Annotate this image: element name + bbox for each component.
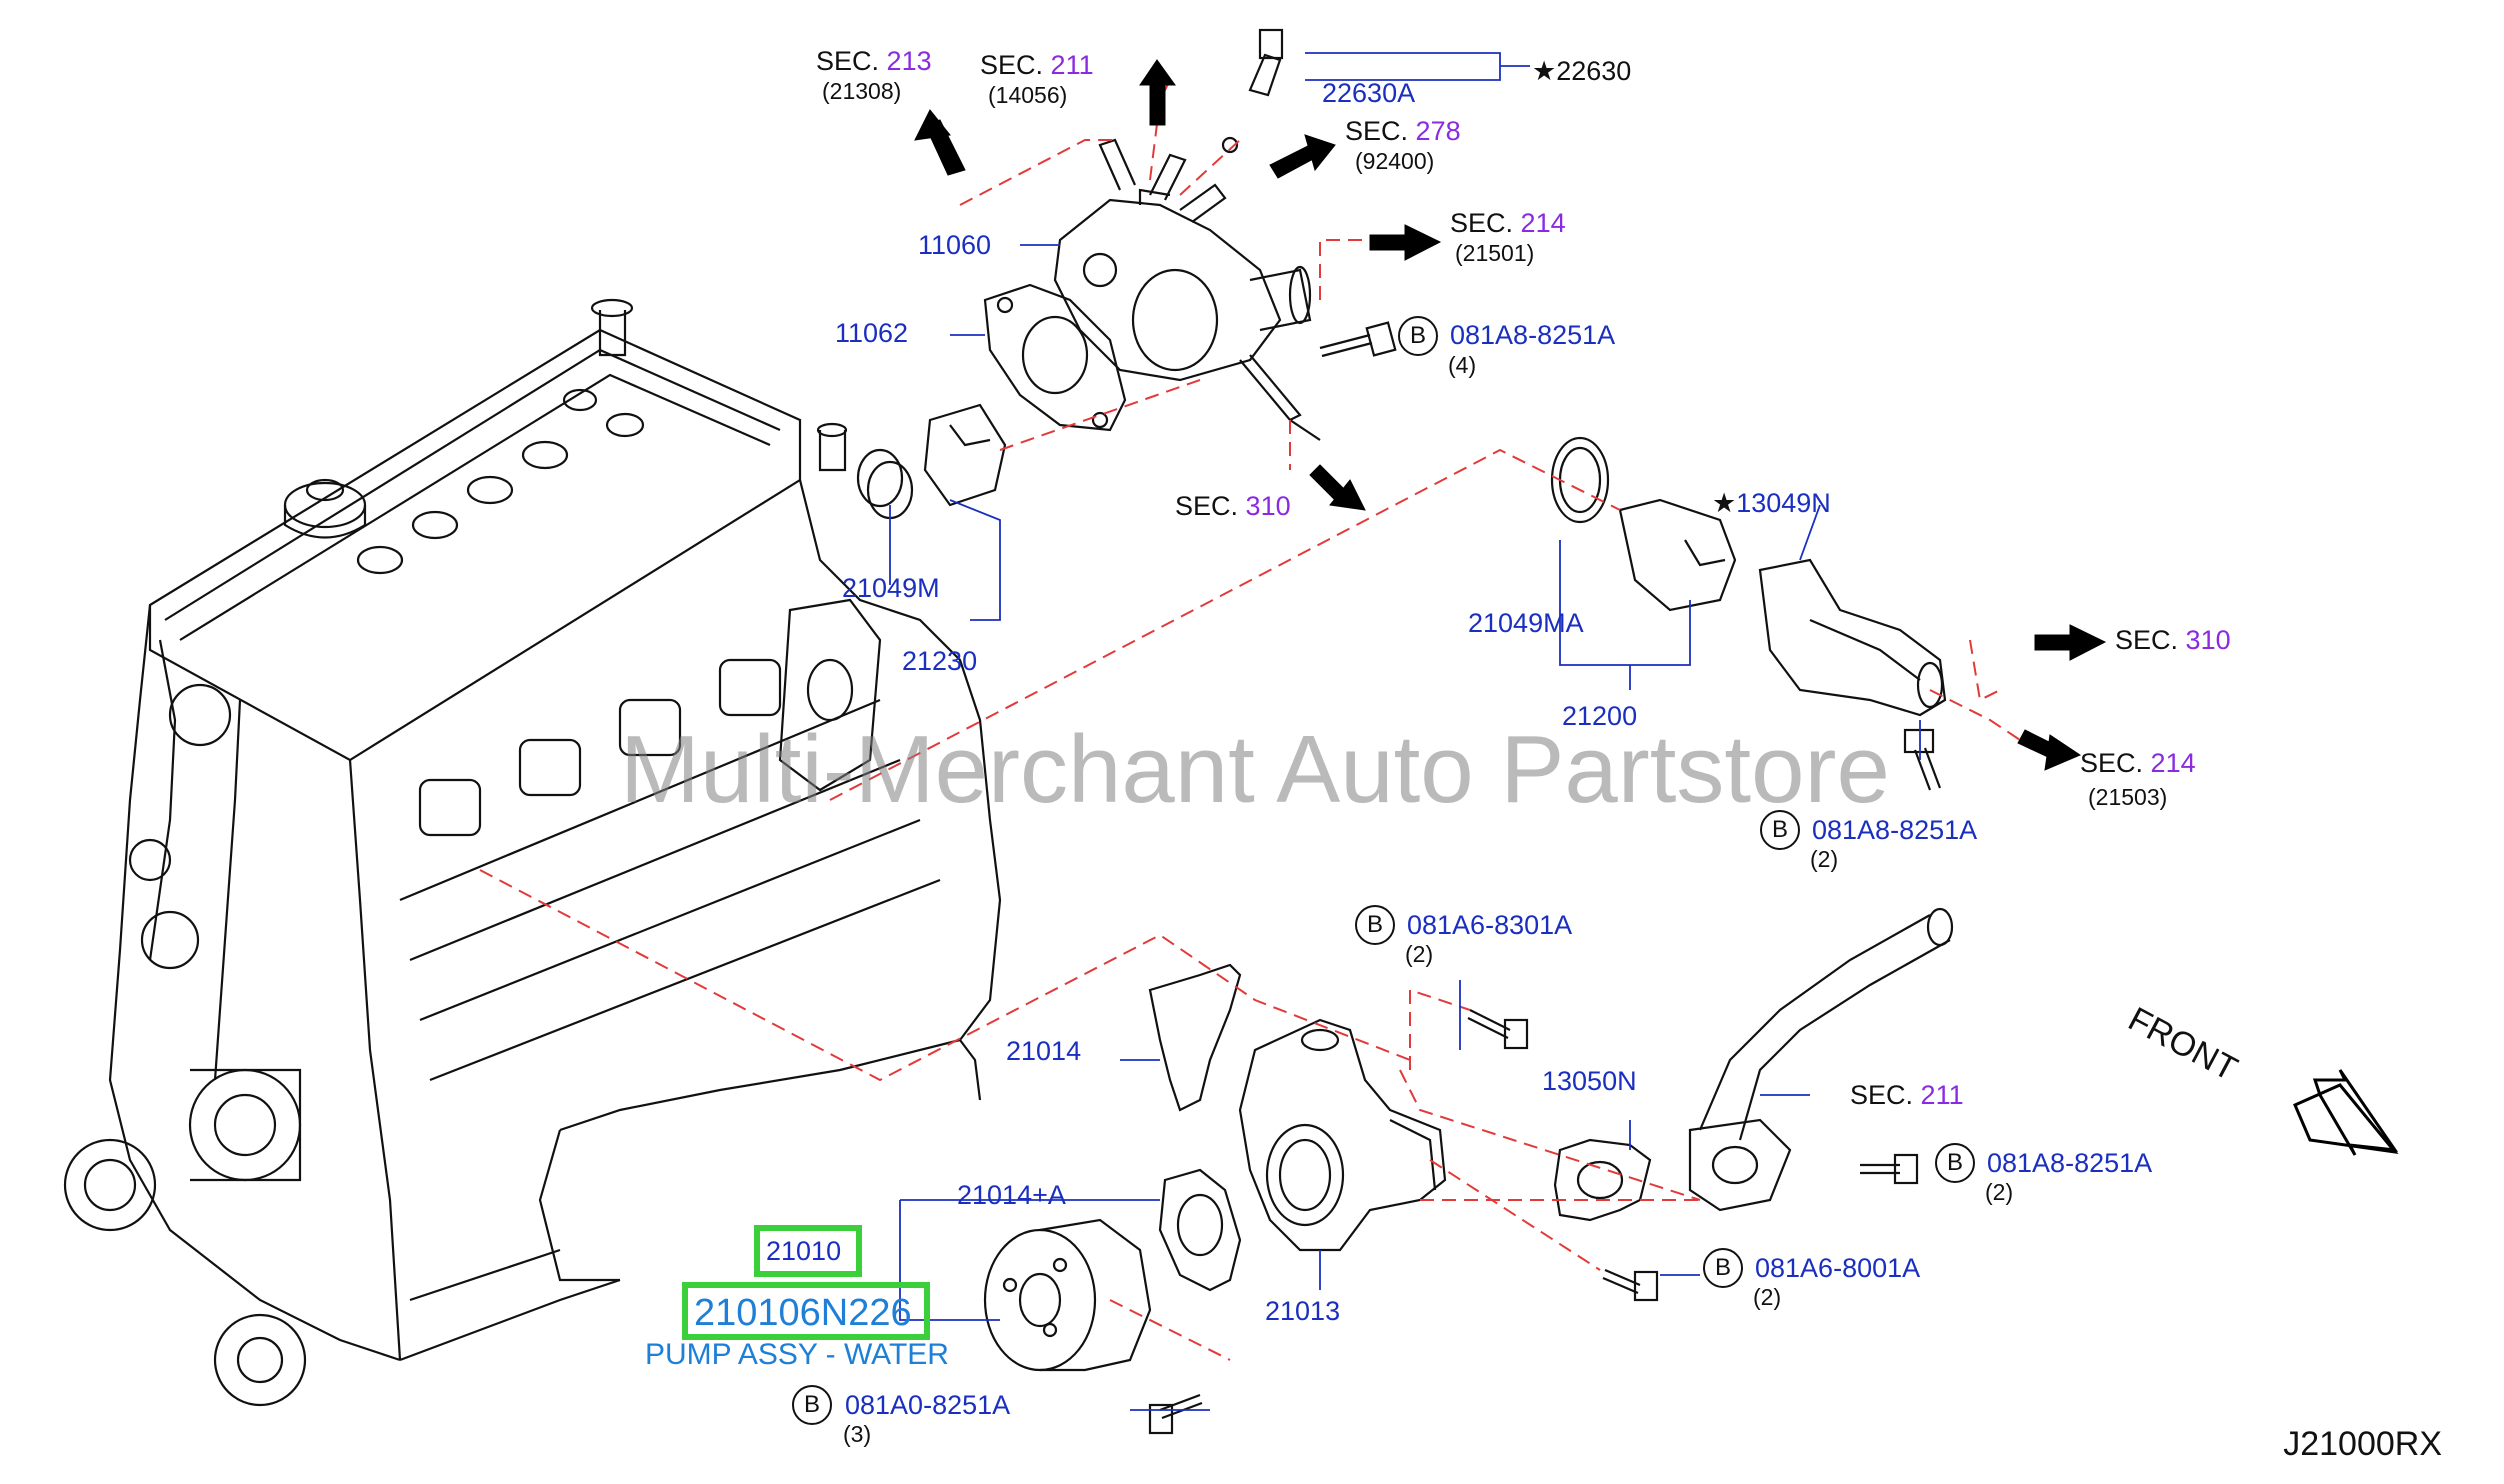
sec310-right-callout[interactable]: SEC. 310 [2115,627,2231,654]
bolt-b5-qty: (2) [1753,1284,1782,1310]
part-21010-highlight [754,1225,862,1277]
part-21200-label[interactable]: 21200 [1562,701,1638,731]
bolt-b4-pn[interactable]: 081A8-8251A [1987,1148,2153,1178]
sec213-sub: (21308) [822,78,902,104]
sec-label: SEC. [2115,625,2179,655]
direction-arrows [914,59,2107,771]
sec214-top-callout[interactable]: SEC. 214 [1450,210,1566,237]
sec-label: SEC. [1450,208,1514,238]
sec211-pipe-callout[interactable]: SEC. 211 [1850,1082,1964,1109]
sec-label: SEC. [1175,491,1239,521]
front-arrow [2293,1069,2399,1156]
water-pump-drawing [983,907,1954,1372]
sec-label: SEC. [980,50,1044,80]
part-22630-label[interactable]: ★22630 [1532,56,1632,86]
bolt-b4-qty: (2) [1985,1179,2014,1205]
part-21049MA-label[interactable]: 21049MA [1468,608,1584,638]
water-outlet-drawing [1053,138,1321,441]
bolt-b6-circle: B [792,1385,832,1425]
sec-number: 214 [2150,748,2196,778]
sec-label: SEC. [2080,748,2144,778]
thermostat-housing-21200-drawing [1550,436,1947,717]
sec-number: 278 [1415,116,1461,146]
watermark-text: Multi-Merchant Auto Partstore [620,716,1890,823]
sec213-callout[interactable]: SEC. 213 [816,48,932,75]
bolt-b1-qty: (4) [1448,352,1477,378]
part-210106N226-highlight [682,1282,930,1340]
engine-block-drawing [63,298,1002,1407]
sec-label: SEC. [1850,1080,1914,1110]
bolt-b3-qty: (2) [1405,941,1434,967]
bolt-b2-qty: (2) [1810,846,1839,872]
sec211-top-callout[interactable]: SEC. 211 [980,52,1094,79]
bolt-b5-pn[interactable]: 081A6-8001A [1755,1253,1921,1283]
sec-number: 211 [1920,1080,1964,1110]
sec310-mid-callout[interactable]: SEC. 310 [1175,493,1291,520]
bolt-b6-qty: (3) [843,1421,872,1447]
part-21010-label[interactable]: 21010 [766,1236,842,1266]
part-11062-label[interactable]: 11062 [835,318,909,348]
sec214-right-sub: (21503) [2088,784,2168,810]
dashed-leaders [479,79,2021,1361]
part-13049N-label[interactable]: ★13049N [1712,490,1831,517]
part-21014-label[interactable]: 21014 [1006,1036,1082,1066]
sec278-callout[interactable]: SEC. 278 [1345,118,1461,145]
bolts-drawing [856,28,1942,1435]
diagram-id: J21000RX [2283,1425,2442,1463]
sec214-right-callout[interactable]: SEC. 214 [2080,750,2196,777]
bolt-b3-circle: B [1355,905,1395,945]
bolt-b2-circle: B [1760,810,1800,850]
bolt-b6-pn[interactable]: 081A0-8251A [845,1390,1011,1420]
sec-number: 214 [1520,208,1566,238]
sec214-top-sub: (21501) [1455,240,1535,266]
bolt-b1-circle: B [1398,316,1438,356]
bolt-b3-pn[interactable]: 081A6-8301A [1407,910,1573,940]
sec-label: SEC. [816,46,880,76]
bolt-b1-pn[interactable]: 081A8-8251A [1450,320,1616,350]
pump-assy-description: PUMP ASSY - WATER [645,1338,949,1371]
part-22630A-label[interactable]: 22630A [1322,78,1416,108]
sec-number: 211 [1050,50,1094,80]
part-13050N-label[interactable]: 13050N [1542,1066,1637,1096]
part-13049N-text: 13049N [1736,488,1831,518]
leader-lines [889,52,1921,1411]
bolt-b5-circle: B [1703,1248,1743,1288]
sec278-sub: (92400) [1355,148,1435,174]
part-21230-label[interactable]: 21230 [902,646,978,676]
part-21013-label[interactable]: 21013 [1265,1296,1341,1326]
part-21049M-label[interactable]: 21049M [842,573,940,603]
bolt-b4-circle: B [1935,1143,1975,1183]
part-21014A-label[interactable]: 21014+A [957,1180,1066,1210]
sec-number: 213 [886,46,932,76]
sec-number: 310 [1245,491,1291,521]
gasket-11062-drawing [983,283,1127,432]
star-icon: ★ [1712,488,1737,518]
thermostat-21230-drawing [866,403,1007,520]
part-210106N226-label[interactable]: 210106N226 [694,1292,912,1334]
bolt-b2-pn[interactable]: 081A8-8251A [1812,815,1978,845]
sec-label: SEC. [1345,116,1409,146]
sec211-top-sub: (14056) [988,82,1068,108]
part-11060-label[interactable]: 11060 [918,230,992,260]
sec-number: 310 [2185,625,2231,655]
